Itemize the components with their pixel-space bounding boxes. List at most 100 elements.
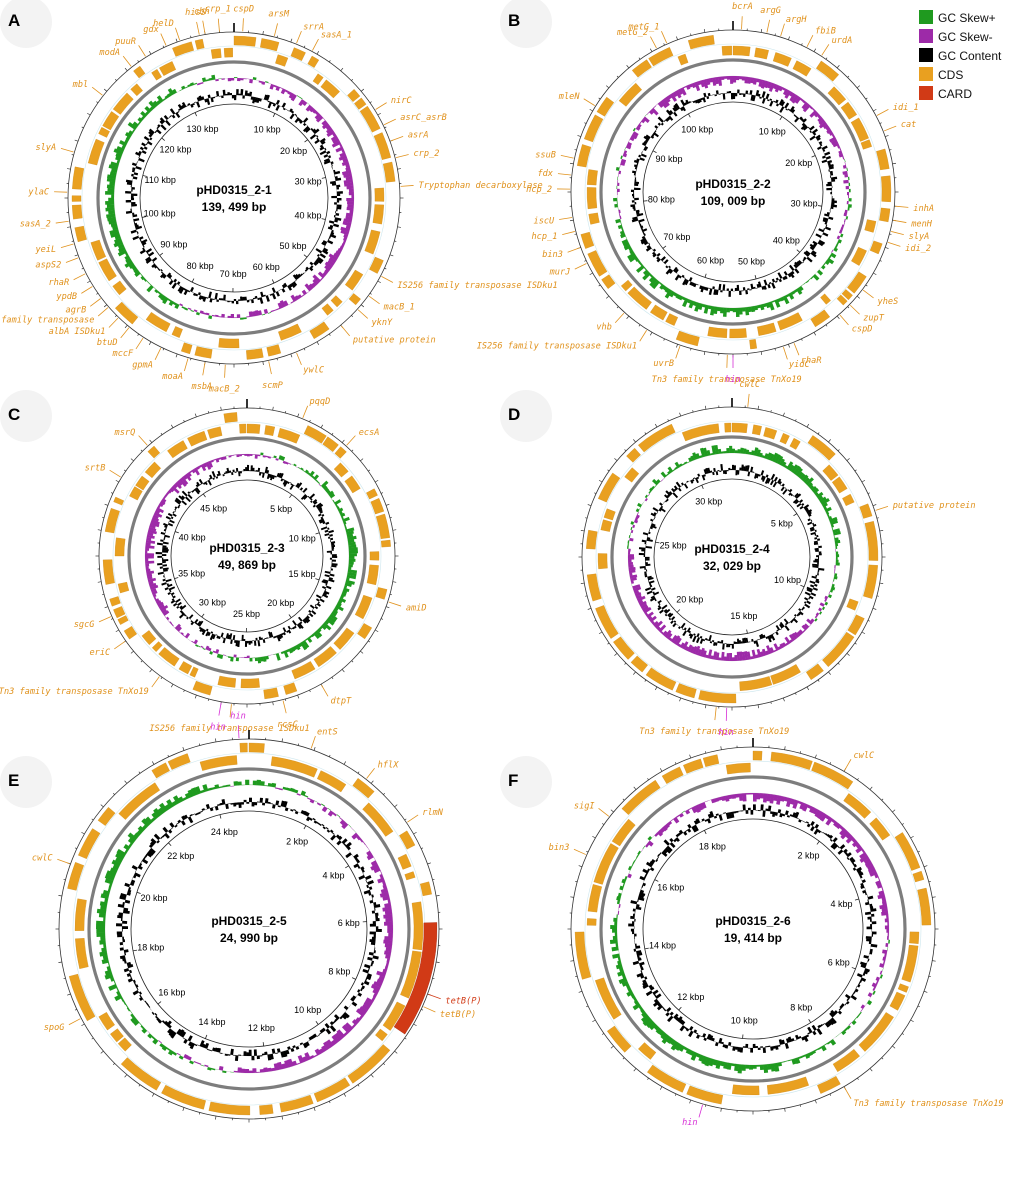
plasmid-name: pHD0315_2-2	[695, 177, 771, 191]
gene-label-leader	[862, 289, 874, 299]
gc-content-bar	[362, 968, 369, 974]
ruler-tick	[856, 85, 861, 89]
ruler-major-tick	[779, 116, 783, 121]
gc-skew-bar	[113, 148, 124, 155]
gc-content-bar	[660, 505, 664, 509]
ruler-tick	[343, 761, 347, 765]
gc-skew-bar	[884, 953, 887, 958]
gc-content-bar	[826, 187, 832, 191]
gc-skew-bar	[385, 962, 390, 967]
gc-content-bar	[283, 480, 289, 487]
gc-skew-bar	[207, 460, 213, 468]
ruler-tick	[328, 60, 331, 63]
gc-content-bar	[279, 105, 282, 107]
gc-content-bar	[690, 101, 693, 103]
gc-skew-bar	[824, 260, 830, 265]
gc-content-bar	[789, 264, 795, 271]
gc-skew-bar	[387, 925, 393, 930]
gene-label-leader	[388, 601, 402, 607]
gc-content-bar	[803, 1035, 809, 1043]
ruler-tick	[328, 1101, 331, 1104]
gc-content-bar	[302, 1042, 308, 1049]
gc-content-bar	[163, 536, 166, 539]
gc-skew-bar	[628, 564, 634, 568]
gc-content-bar	[750, 1047, 753, 1053]
gc-content-bar	[330, 161, 334, 165]
gene-label: ypdB	[55, 292, 77, 302]
gc-content-bar	[138, 157, 145, 163]
gc-content-bar	[832, 843, 839, 850]
gc-content-bar	[870, 908, 877, 912]
ruler-tick	[577, 135, 581, 137]
gc-content-bar	[205, 297, 209, 299]
ruler-tick	[160, 432, 163, 435]
gc-content-bar	[800, 124, 807, 130]
gene-label: IS256 family transposase ISDku1	[397, 281, 557, 291]
cds-feature	[194, 38, 205, 50]
gc-content-bar	[196, 481, 201, 487]
ruler-tick	[788, 36, 790, 40]
gc-content-bar	[162, 578, 166, 582]
gc-content-bar	[258, 98, 262, 102]
gc-content-bar	[273, 636, 276, 639]
gc-content-bar	[672, 622, 677, 628]
gc-skew-bar	[654, 620, 663, 629]
gene-label-leader	[90, 298, 101, 307]
cds-feature	[606, 1025, 632, 1053]
gc-content-bar	[804, 603, 811, 609]
gc-skew-bar	[133, 268, 139, 274]
gc-skew-bar	[664, 629, 672, 638]
ruler-tick	[679, 412, 682, 417]
gc-content-bar	[831, 179, 836, 182]
gc-skew-bar	[117, 243, 125, 250]
ruler-tick	[865, 284, 868, 287]
gc-skew-bar	[819, 611, 823, 615]
gc-skew-bar	[306, 471, 311, 476]
gc-content-bar	[145, 142, 148, 146]
gc-skew-bar	[822, 502, 828, 508]
gc-skew-bar	[839, 147, 842, 151]
gc-content-bar	[262, 802, 266, 806]
gc-content-bar	[640, 227, 644, 231]
gc-content-bar	[652, 132, 659, 138]
gc-content-bar	[168, 279, 174, 286]
gc-skew-bar	[385, 954, 391, 960]
gc-content-bar	[355, 994, 358, 998]
gc-skew-bar	[741, 651, 746, 661]
cds-feature	[757, 322, 777, 336]
gc-content-bar	[147, 1004, 151, 1008]
gc-skew-bar	[748, 451, 752, 455]
gc-content-bar	[782, 488, 788, 495]
gc-content-bar	[126, 182, 133, 186]
cds-feature	[665, 313, 679, 326]
cds-feature	[98, 1012, 115, 1031]
ruler-tick-label: 80 kbp	[648, 194, 675, 204]
gc-skew-bar	[621, 238, 629, 245]
gc-content-bar	[681, 106, 686, 112]
gc-skew-bar	[159, 802, 168, 813]
gc-content-bar	[667, 612, 672, 617]
gene-label-leader	[321, 684, 329, 697]
gc-content-bar	[175, 497, 182, 504]
gc-content-bar	[753, 806, 756, 811]
gc-content-bar	[810, 519, 813, 522]
gc-content-bar	[741, 290, 744, 292]
gc-skew-bar	[106, 204, 115, 208]
gc-skew-bar	[341, 160, 350, 166]
gc-content-bar	[674, 268, 679, 274]
gc-content-bar	[373, 950, 376, 954]
gc-content-bar	[187, 103, 191, 106]
ruler-tick-label: 10 kbp	[759, 127, 786, 137]
gc-content-bar	[287, 109, 290, 112]
gc-skew-bar	[629, 572, 633, 576]
gc-skew-bar	[803, 477, 810, 484]
gc-content-bar	[151, 1011, 155, 1015]
gc-content-bar	[204, 808, 208, 810]
gc-content-bar	[657, 854, 660, 858]
gc-content-bar	[815, 134, 821, 140]
gc-skew-bar	[345, 166, 351, 172]
gc-content-bar	[234, 1055, 239, 1062]
cds-feature	[811, 761, 854, 790]
cds-feature	[792, 60, 812, 77]
gc-skew-bar	[339, 817, 343, 821]
